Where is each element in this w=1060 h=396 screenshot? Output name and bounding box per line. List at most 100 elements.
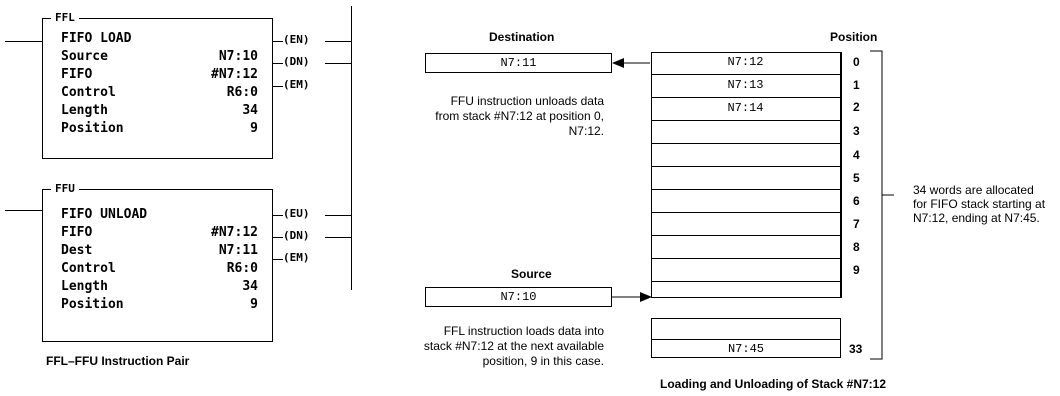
load-arrow (612, 292, 652, 302)
ffl-en-wire-in (273, 41, 283, 42)
position-number: 2 (853, 100, 860, 114)
stack-last-cell-value: N7:45 (727, 342, 764, 356)
ffl-row: Position 9 (43, 121, 272, 139)
stack-top-edge (651, 52, 841, 53)
ffl-row-value: N7:10 (218, 49, 258, 64)
ffu-dn-wire-in (273, 237, 283, 238)
stack-cell: N7:12 (651, 52, 840, 75)
ffl-em-output: (EM) (283, 78, 310, 91)
source-label: Source (511, 267, 552, 281)
ffu-dn-wire-out (325, 237, 351, 238)
ffl-row-value: 34 (242, 103, 258, 118)
ffu-row: FIFO UNLOAD (43, 207, 272, 225)
ffl-row-label: FIFO (61, 67, 93, 82)
stack-cell (651, 259, 840, 282)
stack-cell (651, 167, 840, 190)
ffu-row-label: Length (61, 279, 108, 294)
destination-label: Destination (489, 30, 555, 44)
ffl-note-line: stack #N7:12 at the next available (423, 339, 604, 353)
source-value: N7:10 (500, 290, 537, 304)
ffu-eu-wire-in (273, 215, 283, 216)
ffl-input-rung (5, 41, 42, 42)
ffl-title: FFL (51, 11, 79, 24)
allocation-note: 34 words are allocated for FIFO stack st… (913, 183, 1045, 225)
stack-cell: N7:14 (651, 98, 840, 121)
ffu-row-value: 34 (242, 279, 258, 294)
destination-box: N7:11 (425, 53, 612, 73)
ffu-row-label: Control (61, 261, 116, 276)
ffu-note-line: from stack #N7:12 at position 0, (435, 109, 604, 123)
allocation-note-line: 34 words are allocated (913, 183, 1034, 197)
ffl-row-value: 9 (250, 121, 258, 136)
ffl-em-wire-in (273, 86, 283, 87)
stack-cell-value: N7:13 (727, 78, 764, 92)
right-figure-caption: Loading and Unloading of Stack #N7:12 (660, 377, 887, 391)
stack-right-edge (840, 52, 841, 317)
ffl-en-wire-out (325, 41, 351, 42)
ffu-note: FFU instruction unloads data from stack … (400, 94, 604, 139)
position-number: 6 (853, 194, 860, 208)
ffl-row: Source N7:10 (43, 49, 272, 67)
position-number: 9 (853, 263, 860, 277)
right-power-rail (351, 6, 352, 290)
stack-cell-value: N7:12 (727, 55, 764, 69)
position-number: 5 (853, 171, 860, 185)
left-figure-caption: FFL–FFU Instruction Pair (46, 354, 190, 368)
ffl-row-value: #N7:12 (211, 67, 258, 82)
ffu-input-rung (5, 210, 42, 211)
position-number: 8 (853, 240, 860, 254)
ffl-dn-wire-in (273, 63, 283, 64)
ffl-row: Control R6:0 (43, 85, 272, 103)
stack-cell (651, 236, 840, 259)
ffl-row-label: FIFO LOAD (61, 31, 132, 46)
ffu-row-value: R6:0 (226, 261, 258, 276)
ffu-note-line: N7:12. (568, 124, 604, 138)
position-header: Position (830, 30, 878, 44)
ffl-row: Length 34 (43, 103, 272, 121)
position-column-separator (841, 52, 842, 298)
ffu-row-label: FIFO (61, 225, 93, 240)
ffu-row: Length 34 (43, 279, 272, 297)
stack-cell: N7:13 (651, 75, 840, 98)
stack-cell (651, 144, 840, 167)
ffl-dn-wire-out (325, 63, 351, 64)
ffl-row-label: Control (61, 85, 116, 100)
destination-value: N7:11 (500, 56, 537, 70)
ffl-row: FIFO #N7:12 (43, 67, 272, 85)
ffu-note-line: FFU instruction unloads data (450, 94, 604, 108)
ffu-dn-output: (DN) (283, 229, 310, 242)
ffu-em-output: (EM) (283, 251, 310, 264)
last-cell-divider (651, 339, 841, 340)
stack-gap-bottom-edge (651, 297, 841, 298)
ffl-note-line: position, 9 in this case. (482, 354, 604, 368)
ffl-row-label: Source (61, 49, 108, 64)
ffu-row-value: 9 (250, 297, 258, 312)
ffl-row-label: Position (61, 121, 124, 136)
ffu-row: FIFO #N7:12 (43, 225, 272, 243)
position-number: 1 (853, 78, 860, 92)
ffu-row-value: #N7:12 (211, 225, 258, 240)
stack-left-edge (651, 52, 652, 317)
allocation-note-line: for FIFO stack starting at (913, 197, 1046, 211)
position-number: 7 (853, 217, 860, 231)
ffl-dn-output: (DN) (283, 55, 310, 68)
position-number: 3 (853, 124, 860, 138)
position-number: 33 (849, 342, 863, 356)
ffl-instruction-block[interactable]: FFL FIFO LOAD Source N7:10 FIFO #N7:12 Con… (42, 11, 273, 159)
source-box: N7:10 (425, 287, 612, 307)
ffu-eu-wire-out (325, 215, 351, 216)
unload-arrow (612, 58, 650, 68)
ffl-row-value: R6:0 (226, 85, 258, 100)
ffu-row-value: N7:11 (218, 243, 258, 258)
ffu-row-label: FIFO UNLOAD (61, 207, 148, 222)
ffl-note-line: FFL instruction loads data into (443, 324, 604, 338)
ffl-row-label: Length (61, 103, 108, 118)
ffu-em-wire-in (273, 259, 283, 260)
fifo-stack: N7:12 N7:13 N7:14 (651, 52, 841, 317)
stack-last-cell: N7:45 (651, 318, 841, 358)
ffu-row: Control R6:0 (43, 261, 272, 279)
allocation-note-line: N7:12, ending at N7:45. (913, 211, 1040, 225)
